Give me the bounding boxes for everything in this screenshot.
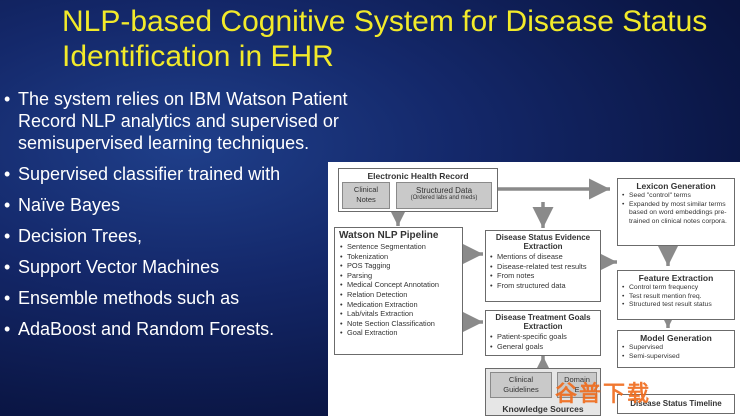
structured-data-title: Structured Data: [415, 186, 473, 195]
watson-list: Sentence Segmentation Tokenization POS T…: [339, 242, 458, 338]
evidence-item: Mentions of disease: [489, 252, 597, 262]
feature-box: Feature Extraction Control term frequenc…: [617, 270, 735, 320]
evidence-item: From notes: [489, 271, 597, 281]
clinical-guidelines-box: Clinical Guidelines: [490, 372, 552, 398]
watson-title: Watson NLP Pipeline: [339, 230, 439, 241]
treatment-box: Disease Treatment Goals Extraction Patie…: [485, 310, 601, 356]
feature-item: Test result mention freq.: [621, 293, 731, 302]
lexicon-box: Lexicon Generation Seed "control" terms …: [617, 178, 735, 246]
feature-title: Feature Extraction: [638, 273, 714, 283]
watson-item: Tokenization: [339, 252, 458, 262]
evidence-item: From structured data: [489, 281, 597, 291]
slide-title: NLP-based Cognitive System for Disease S…: [62, 5, 708, 73]
model-title: Model Generation: [640, 333, 712, 343]
evidence-list: Mentions of disease Disease-related test…: [489, 252, 597, 290]
evidence-title: Disease Status Evidence Extraction: [495, 233, 591, 251]
model-box: Model Generation Supervised Semi-supervi…: [617, 330, 735, 368]
ehr-title: Electronic Health Record: [367, 171, 469, 181]
feature-list: Control term frequency Test result menti…: [621, 284, 731, 310]
treatment-item: Patient-specific goals: [489, 332, 597, 342]
watson-item: Lab/vitals Extraction: [339, 309, 458, 319]
evidence-item: Disease-related test results: [489, 262, 597, 272]
feature-item: Control term frequency: [621, 284, 731, 293]
domain-expert-box: Domain E: [557, 372, 597, 398]
timeline-box: Disease Status Timeline: [617, 394, 735, 414]
bullet-item: AdaBoost and Random Forests.: [4, 318, 364, 340]
clinical-notes-box: Clinical Notes: [342, 182, 390, 209]
watson-pipeline-box: Watson NLP Pipeline Sentence Segmentatio…: [334, 227, 463, 355]
feature-item: Structured test result status: [621, 301, 731, 310]
structured-data-box: Structured Data (Ordered labs and meds): [396, 182, 492, 209]
bullet-item: Supervised classifier trained with: [4, 163, 364, 185]
treatment-title: Disease Treatment Goals Extraction: [495, 313, 591, 331]
watson-item: Relation Detection: [339, 290, 458, 300]
structured-data-subtitle: (Ordered labs and meds): [410, 195, 478, 201]
bullet-item: The system relies on IBM Watson Patient …: [4, 88, 364, 154]
bullet-list: The system relies on IBM Watson Patient …: [4, 88, 364, 349]
treatment-item: General goals: [489, 342, 597, 352]
lexicon-item: Seed "control" terms: [621, 192, 731, 201]
lexicon-item: Expanded by most similar terms based on …: [621, 201, 731, 227]
watermark-logo: 谷普下载: [555, 381, 652, 406]
lexicon-list: Seed "control" terms Expanded by most si…: [621, 192, 731, 226]
bullet-item: Naïve Bayes: [4, 194, 364, 216]
watson-item: Medication Extraction: [339, 300, 458, 310]
system-diagram: Electronic Health Record Clinical Notes …: [328, 162, 740, 416]
treatment-list: Patient-specific goals General goals: [489, 332, 597, 351]
bullet-item: Ensemble methods such as: [4, 287, 364, 309]
watson-item: POS Tagging: [339, 261, 458, 271]
bullet-item: Decision Trees,: [4, 225, 364, 247]
bullet-item: Support Vector Machines: [4, 256, 364, 278]
watson-item: Goal Extraction: [339, 328, 458, 338]
watson-item: Medical Concept Annotation: [339, 280, 458, 290]
evidence-box: Disease Status Evidence Extraction Menti…: [485, 230, 601, 302]
diagram-arrows: [387, 178, 679, 377]
model-list: Supervised Semi-supervised: [621, 344, 731, 361]
watson-item: Parsing: [339, 271, 458, 281]
watson-item: Note Section Classification: [339, 319, 458, 329]
knowledge-label: Knowledge Sources: [502, 404, 584, 414]
model-item: Semi-supervised: [621, 353, 731, 362]
lexicon-title: Lexicon Generation: [636, 181, 716, 191]
timeline-label: Disease Status Timeline: [630, 399, 722, 408]
watson-item: Sentence Segmentation: [339, 242, 458, 252]
model-item: Supervised: [621, 344, 731, 353]
